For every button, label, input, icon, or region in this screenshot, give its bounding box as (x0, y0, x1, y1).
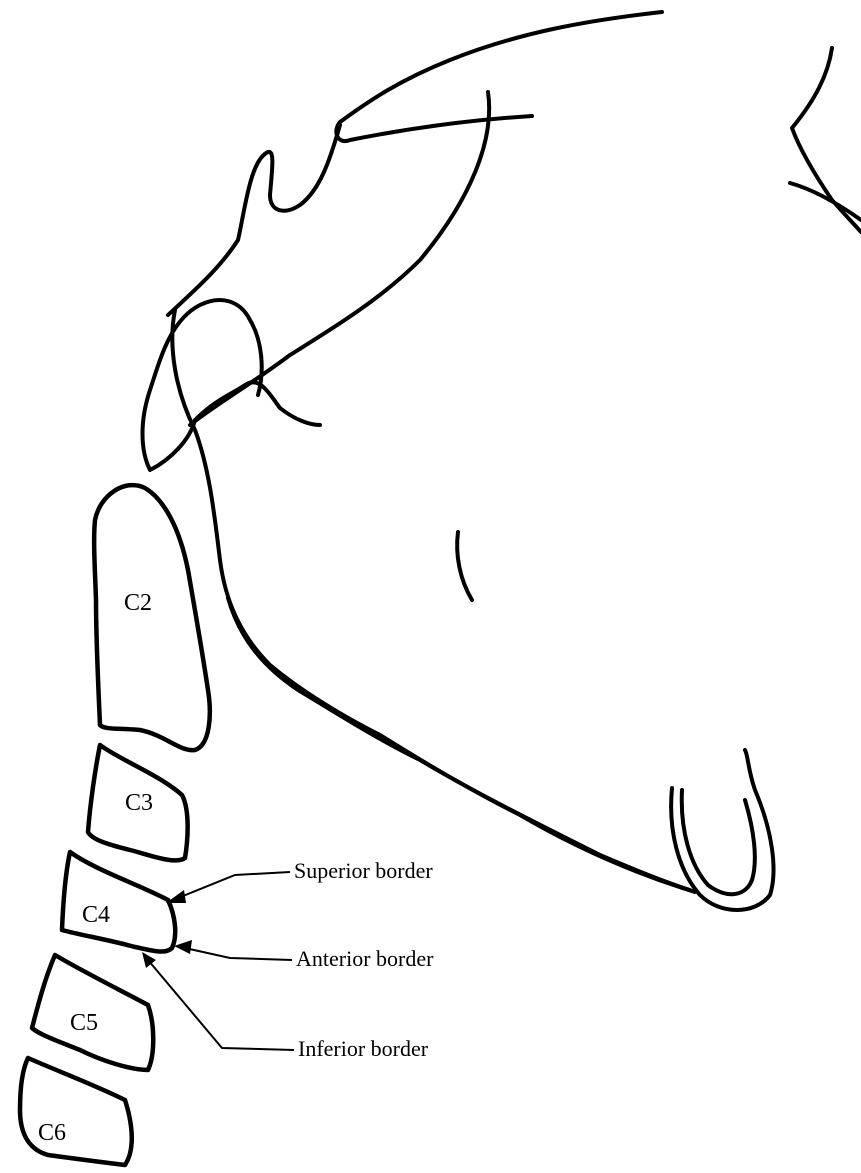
hyoid-stroke (457, 532, 472, 600)
c5-label: C5 (70, 1010, 98, 1036)
anterior-border-leader (185, 948, 292, 960)
pharyngeal-wall-inner (228, 598, 690, 890)
c6-vertebra (20, 1058, 132, 1165)
mandible-inner (682, 790, 755, 894)
superior-border-leader (178, 872, 290, 898)
skull-base-outline (168, 12, 662, 315)
inferior-border-leader (148, 960, 294, 1050)
c6-label: C6 (38, 1120, 66, 1146)
palate-outline (190, 92, 489, 425)
anterior-border-label: Anterior border (296, 946, 434, 971)
c3-label: C3 (125, 790, 153, 816)
c4-vertebra (62, 852, 175, 952)
mandible-outline (671, 750, 773, 910)
c2-vertebra (94, 485, 210, 750)
atlas-outline (143, 300, 321, 470)
c4-label: C4 (82, 902, 110, 928)
anterior-border-arrow-icon (174, 940, 192, 954)
facial-profile-stroke (790, 48, 861, 232)
c2-label: C2 (124, 590, 152, 616)
superior-border-label: Superior border (294, 858, 433, 883)
superior-border-arrow-icon (166, 890, 186, 903)
inferior-border-label: Inferior border (298, 1036, 429, 1061)
pharyngeal-wall-outline (172, 310, 695, 892)
